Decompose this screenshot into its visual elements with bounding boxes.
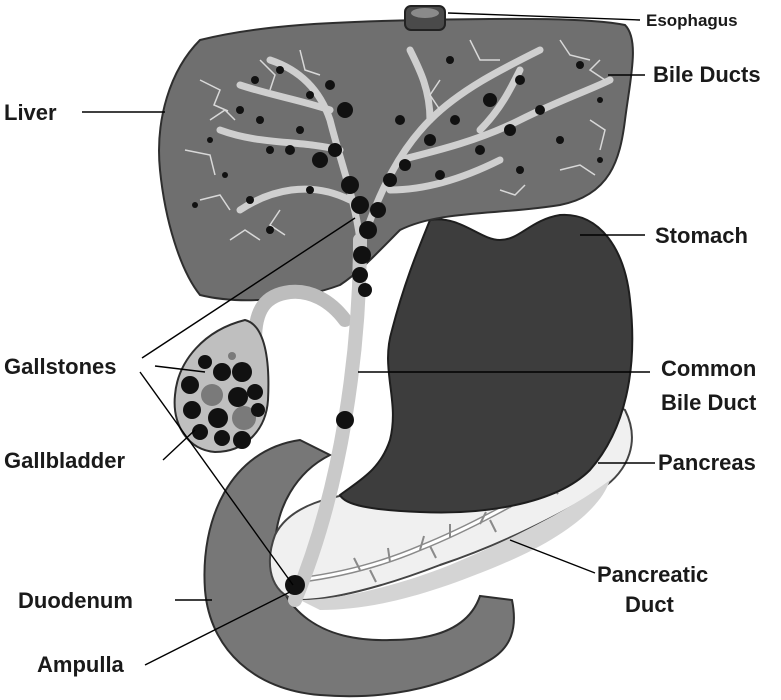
- label-bile-ducts: Bile Ducts: [653, 62, 761, 87]
- label-esophagus: Esophagus: [646, 11, 738, 30]
- label-duodenum: Duodenum: [18, 588, 133, 613]
- cystic-duct: [255, 292, 345, 340]
- label-gallstones: Gallstones: [4, 354, 116, 379]
- esophagus-opening: [411, 8, 439, 18]
- label-stomach: Stomach: [655, 223, 748, 248]
- label-gallbladder: Gallbladder: [4, 448, 125, 473]
- stomach-shape: [340, 215, 632, 513]
- label-common-bile-duct-1: Common: [661, 356, 756, 381]
- leader-gallbladder: [163, 430, 195, 460]
- label-pancreatic-duct-1: Pancreatic: [597, 562, 708, 587]
- label-common-bile-duct-2: Bile Duct: [661, 390, 757, 415]
- label-liver: Liver: [4, 100, 57, 125]
- label-ampulla: Ampulla: [37, 652, 125, 677]
- label-pancreas: Pancreas: [658, 450, 756, 475]
- leader-pancreatic-duct: [510, 540, 595, 573]
- label-pancreatic-duct-2: Duct: [625, 592, 675, 617]
